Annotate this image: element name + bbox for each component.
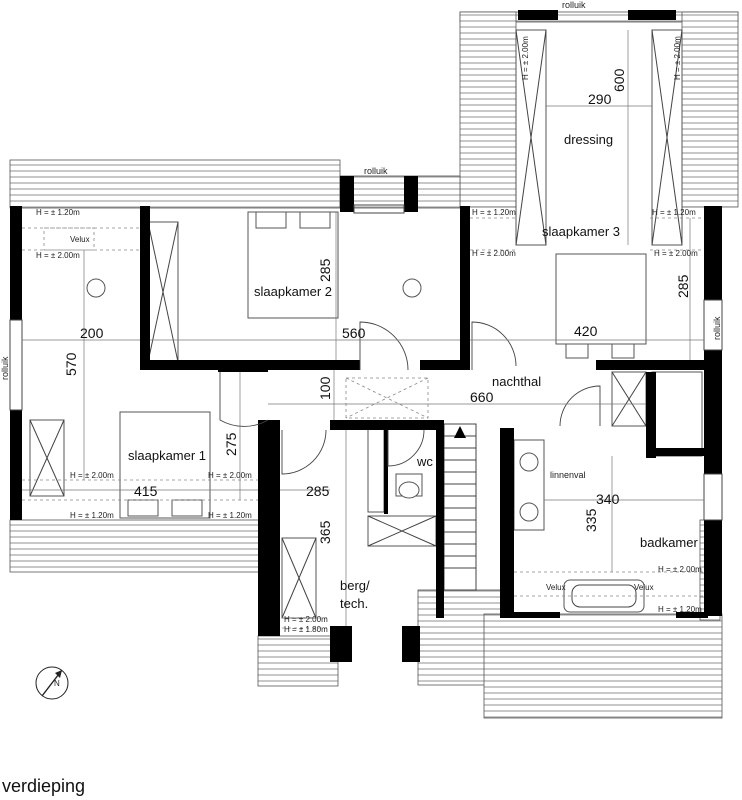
cabinet-wc	[367, 427, 385, 513]
label-berg-line-1: berg/	[340, 578, 370, 593]
dim-600: 600	[611, 68, 627, 92]
sink-bottom	[519, 502, 539, 522]
dim-560: 560	[342, 325, 366, 341]
plan-caption: verdieping	[2, 776, 86, 796]
note-h120-sk3-right: H = ± 1.20m	[652, 208, 696, 217]
note-h180-berg: H = ± 1.80m	[284, 625, 328, 634]
note-h120-sk1-left: H = ± 1.20m	[70, 511, 114, 520]
dimension-lines	[22, 30, 704, 626]
dim-415: 415	[134, 483, 158, 499]
label-slaapkamer-2: slaapkamer 2	[254, 284, 332, 299]
note-velux-bath-left: Velux	[546, 583, 566, 592]
label-badkamer: badkamer	[640, 535, 698, 550]
bed-slaapkamer-3	[555, 253, 647, 345]
dim-285-sk3: 285	[675, 274, 691, 298]
dim-100: 100	[317, 376, 333, 400]
dim-275: 275	[223, 432, 239, 456]
svg-text:N: N	[54, 679, 60, 688]
label-nachthal: nachthal	[492, 374, 541, 389]
dim-420: 420	[574, 323, 598, 339]
guide-lines	[9, 204, 723, 629]
dim-200: 200	[80, 325, 104, 341]
note-h200-bath: H = ± 2.00m	[658, 565, 702, 574]
note-h120-sk1-top: H = ± 1.20m	[36, 208, 80, 217]
doors	[219, 321, 601, 475]
roof-left-top	[9, 159, 341, 209]
note-h200-sk1-right: H = ± 2.00m	[208, 471, 252, 480]
staircase	[443, 423, 477, 591]
note-rolluik-sk2: rolluik	[364, 166, 388, 176]
roof-berg-bottom	[257, 635, 339, 687]
label-berg-line-2: tech.	[340, 596, 368, 611]
note-rolluik-sk3: rolluik	[712, 316, 722, 340]
chair-slaapkamer-1	[86, 278, 106, 298]
label-slaapkamer-3: slaapkamer 3	[542, 224, 620, 239]
roof-mid-top	[339, 175, 461, 209]
note-h200-sk3-left: H = ± 2.00m	[472, 249, 516, 258]
note-h200-sk1-left: H = ± 2.00m	[70, 471, 114, 480]
chair-slaapkamer-2	[402, 278, 422, 298]
dim-570: 570	[63, 352, 79, 376]
note-h120-sk1-right: H = ± 1.20m	[208, 511, 252, 520]
dim-335: 335	[583, 508, 599, 532]
dim-290: 290	[588, 91, 612, 107]
sink-top	[519, 452, 539, 472]
attic-hatch	[345, 377, 429, 419]
label-linnenval: linnenval	[550, 470, 586, 480]
note-h200-dressing-left: H = ± 2.00m	[521, 36, 530, 80]
dim-660: 660	[470, 389, 494, 405]
note-velux-sk1: Velux	[70, 235, 90, 244]
label-slaapkamer-1: slaapkamer 1	[128, 448, 206, 463]
note-h200-dressing-right: H = ± 2.00m	[673, 36, 682, 80]
label-wc: wc	[416, 454, 433, 469]
label-dressing: dressing	[564, 132, 613, 147]
note-rolluik-sk1: rolluik	[0, 356, 10, 380]
dim-285-sk2: 285	[317, 258, 333, 282]
note-h120-bath: H = ± 1.20m	[658, 605, 702, 614]
note-h120-sk3-left: H = ± 1.20m	[472, 208, 516, 217]
dim-285-berg: 285	[306, 483, 330, 499]
note-velux-bath-right: Velux	[634, 583, 654, 592]
north-arrow-icon: N	[35, 666, 69, 700]
roof-dressing-left	[459, 11, 517, 208]
dim-365: 365	[317, 520, 333, 544]
roof-bath-bottom	[483, 613, 723, 719]
note-h200-berg: H = ± 2.00m	[284, 615, 328, 624]
roof-left-bottom	[9, 519, 265, 573]
dim-340: 340	[596, 491, 620, 507]
walls	[10, 10, 722, 662]
note-h200-sk1-top: H = ± 2.00m	[36, 251, 80, 260]
bed-slaapkamer-2	[247, 211, 339, 319]
roof-dressing-right	[681, 11, 739, 208]
shower	[651, 371, 703, 457]
note-h200-sk3-right: H = ± 2.00m	[654, 249, 698, 258]
note-rolluik-dressing: rolluik	[562, 0, 586, 10]
